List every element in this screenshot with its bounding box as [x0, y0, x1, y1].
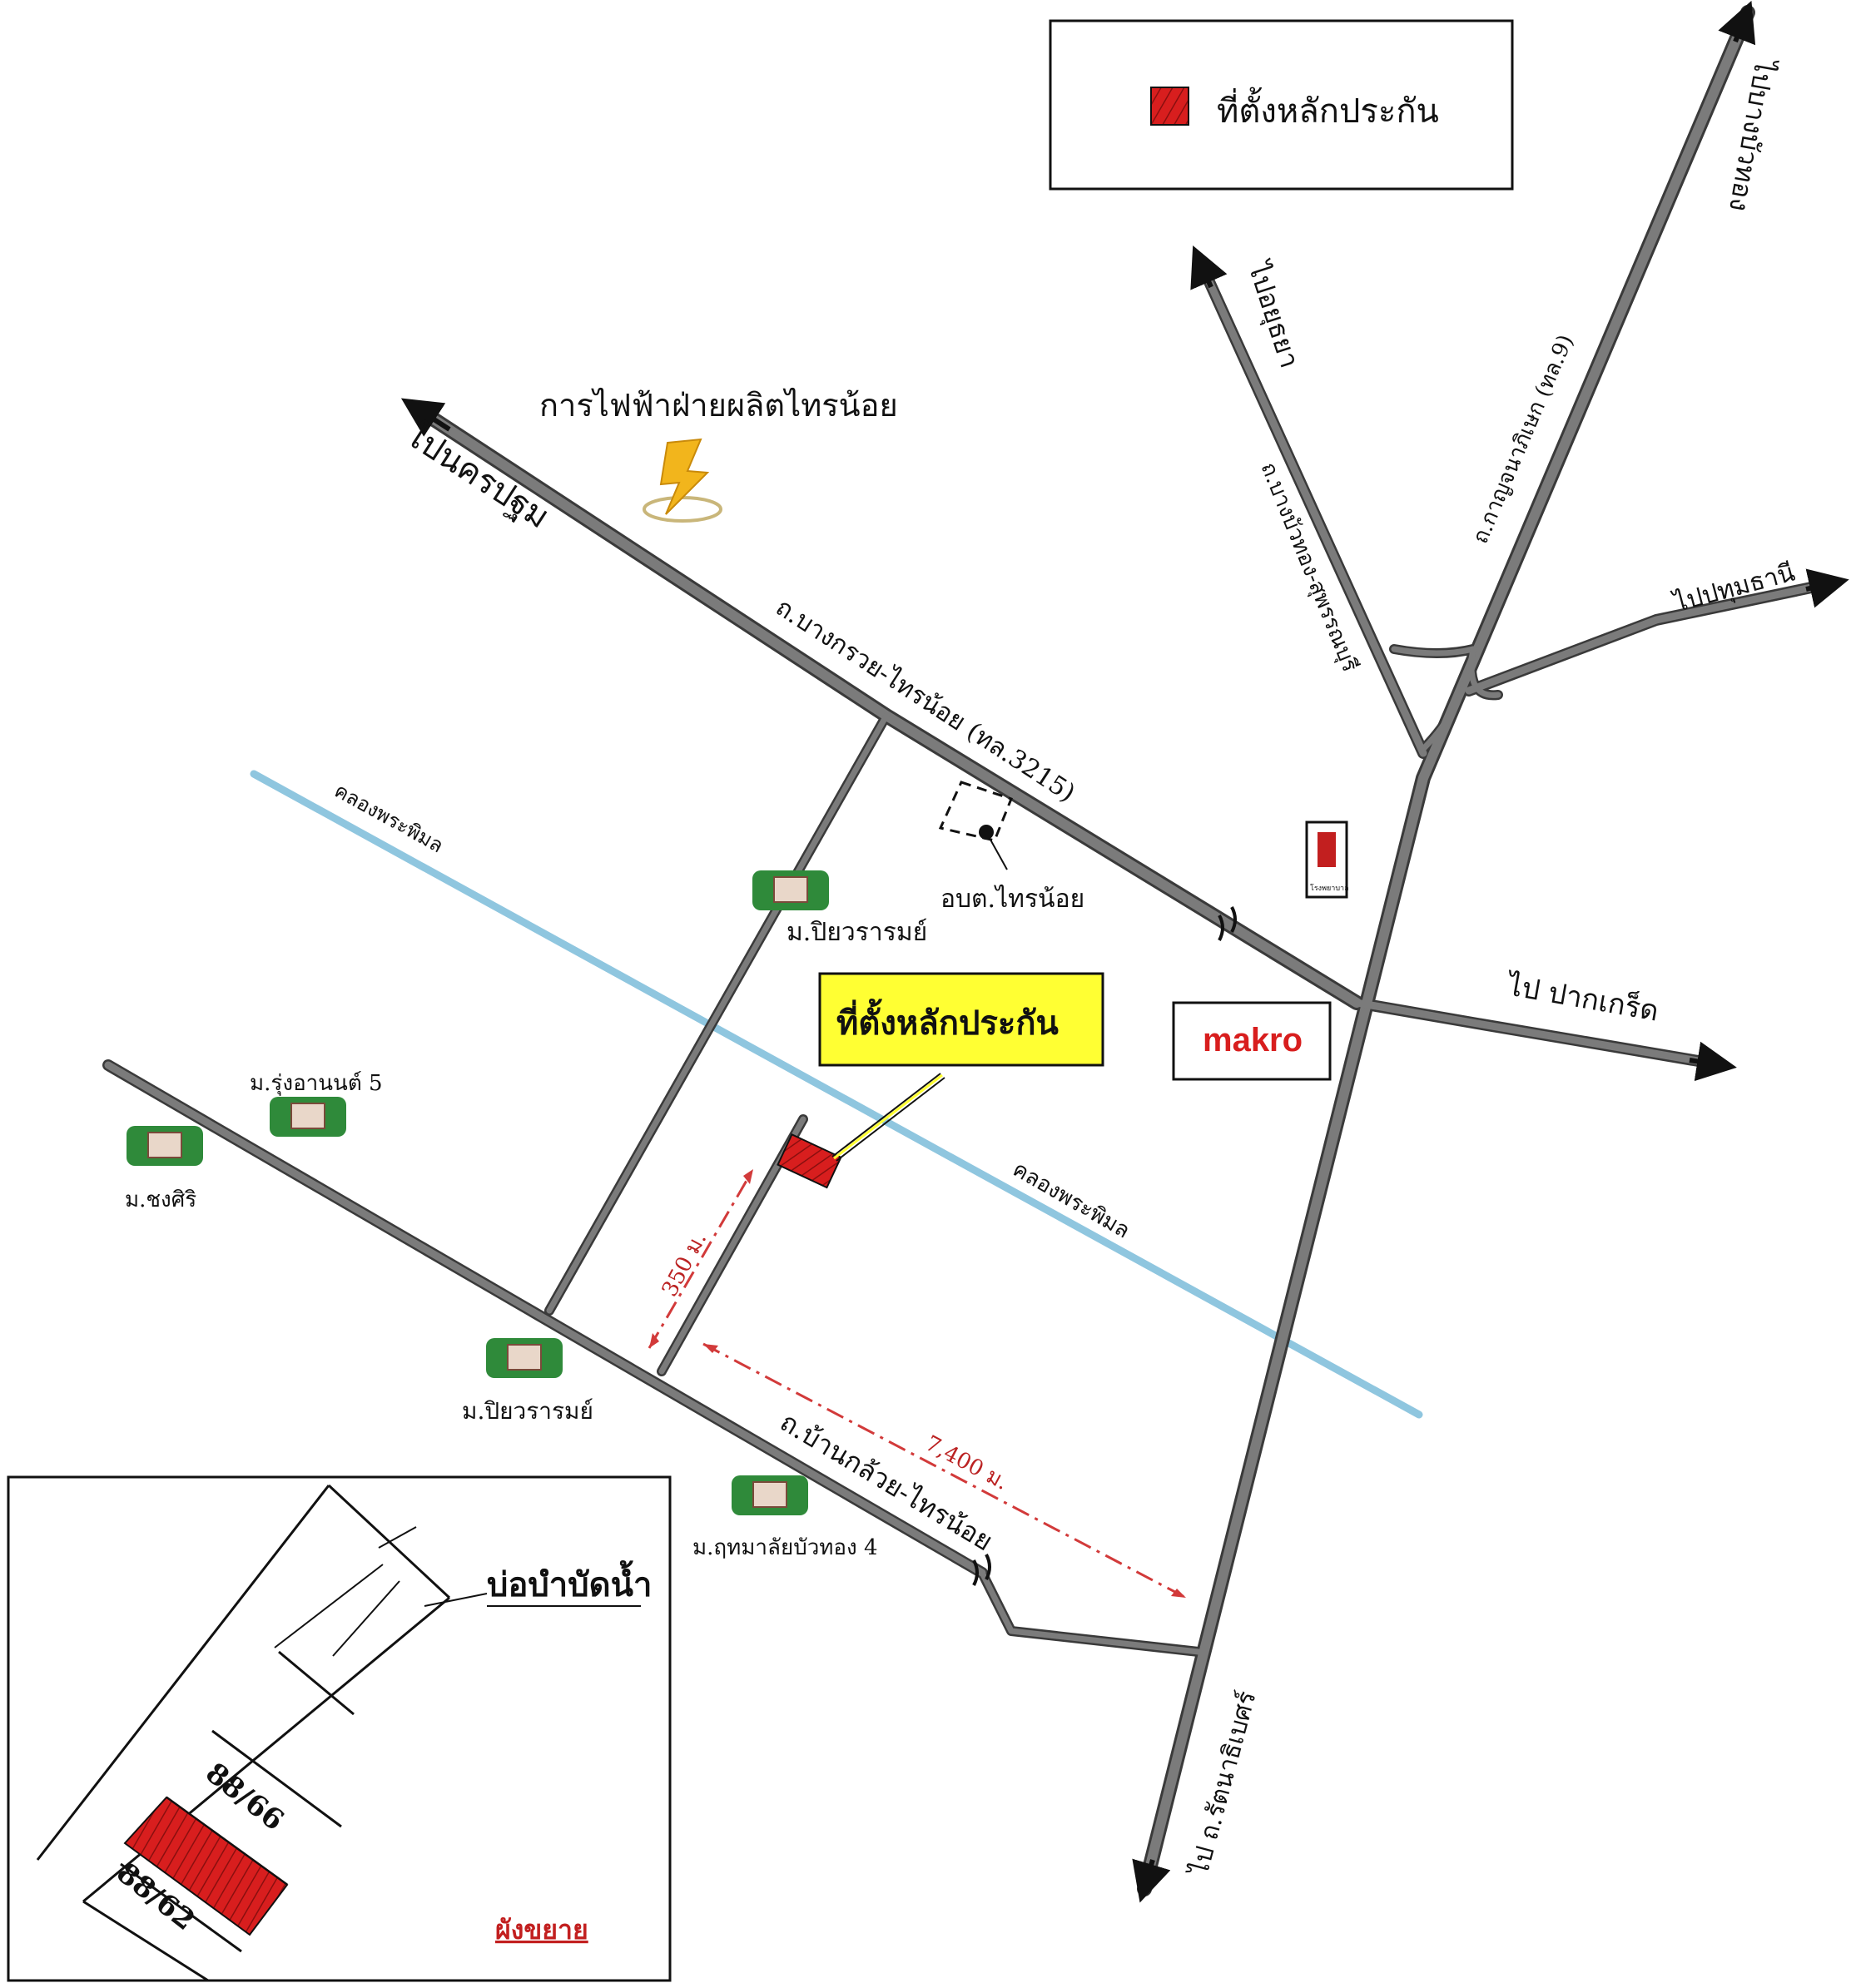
village-piyaram-label-2: ม.ปิยวรารมย์ [462, 1397, 593, 1425]
direction-rattanathibet: ไป ถ.รัตนาธิเบศร์ [1184, 1688, 1262, 1880]
inset-pond-label: บ่อบำบัดน้ำ [487, 1560, 652, 1604]
sao-office: อบต.ไทรน้อย [938, 781, 1084, 914]
inset-collateral-unit [123, 1796, 289, 1936]
village-icon [732, 1475, 808, 1515]
legend: ที่ตั้งหลักประกัน [1049, 19, 1514, 191]
direction-bangbuathong: ไปบางบัวทอง [1723, 55, 1781, 214]
village-icon [486, 1338, 563, 1378]
village-chongsiri-label: ม.ชงศิริ [125, 1187, 196, 1212]
village-icon [270, 1097, 346, 1137]
inset-plan: 88/66 88/62 บ่อบำบัดน้ำ ผังขยาย [7, 1475, 672, 1982]
direction-pathumthani: ไปปทุมธานี [1670, 558, 1799, 620]
hospital-label: โรงพยาบาล [1310, 884, 1349, 893]
village-icon [752, 870, 829, 910]
hospital-icon: โรงพยาบาล [1305, 820, 1349, 899]
egat-plant: การไฟฟ้าฝ่ายผลิตไทรน้อย [539, 387, 898, 523]
road-label-bangkruai-sainoi: ถ.บางกรวย-ไทรน้อย (ทล.3215) [771, 592, 1081, 809]
village-buathong4-label: ม.ฤทมาลัยบัวทอง 4 [692, 1535, 878, 1560]
collateral-location: ที่ตั้งหลักประกัน [777, 972, 1104, 1189]
direction-ayutthaya: ไปอยุธยา [1241, 256, 1306, 372]
makro-logo: makro [1203, 1022, 1303, 1058]
inset-caption: ผังขยาย [495, 1914, 588, 1946]
village-piyaram-label-1: ม.ปิยวรารมย์ [787, 918, 927, 947]
roads [102, 0, 1849, 1903]
direction-pakkret: ไป ปากเกร็ด [1502, 968, 1661, 1029]
collateral-callout-label: ที่ตั้งหลักประกัน [836, 999, 1059, 1043]
village-icon [127, 1126, 203, 1166]
canal-khlong-phra-phimon [250, 770, 1423, 1419]
sao-label: อบต.ไทรน้อย [940, 884, 1084, 914]
egat-label: การไฟฟ้าฝ่ายผลิตไทรน้อย [539, 387, 898, 424]
village-rungarun5-label: ม.รุ่งอานนต์ 5 [250, 1071, 383, 1096]
egat-logo-icon [643, 438, 722, 523]
collateral-marker [777, 1133, 842, 1189]
collateral-callout-box [818, 972, 1104, 1067]
legend-marker [1150, 87, 1189, 126]
villages: ม.ปิยวรารมย์ ม.รุ่งอานนต์ 5 ม.ชงศิริ ม.ป… [125, 870, 927, 1560]
distance-junction: 7,400 ม. [921, 1431, 1013, 1495]
makro-store: makro [1172, 1001, 1332, 1081]
legend-label: ที่ตั้งหลักประกัน [1217, 87, 1439, 131]
